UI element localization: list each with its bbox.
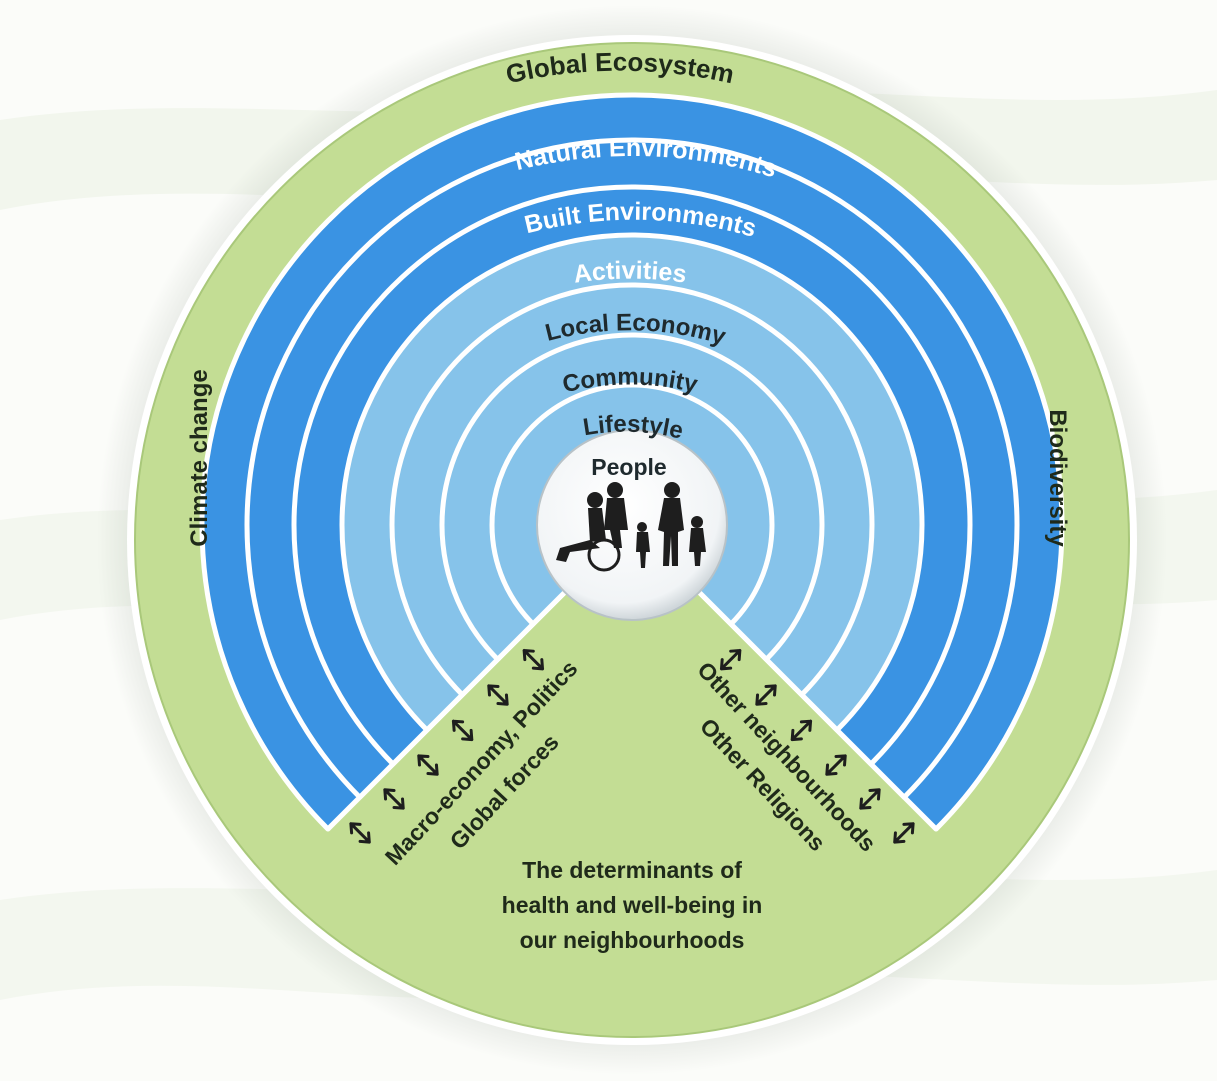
- wedge-arrows: [349, 648, 915, 844]
- double-arrow-icon: [719, 648, 742, 671]
- determinant-bands: [199, 92, 1065, 832]
- double-arrow-icon: [825, 754, 847, 776]
- double-arrow-icon: [417, 754, 439, 776]
- double-arrow-icon: [522, 648, 545, 671]
- activities-label: Activities: [572, 257, 689, 289]
- people-label: People: [591, 454, 666, 480]
- biodiversity-label: Biodiversity: [1044, 409, 1071, 547]
- double-arrow-icon: [893, 822, 915, 844]
- caption-line-1: The determinants of: [522, 857, 742, 883]
- caption-line-3: our neighbourhoods: [520, 927, 745, 953]
- people-circle: [536, 429, 728, 621]
- double-arrow-icon: [790, 719, 813, 742]
- caption: The determinants of health and well-bein…: [502, 857, 763, 953]
- double-arrow-icon: [487, 684, 509, 706]
- double-arrow-icon: [755, 684, 777, 706]
- family-silhouette-icon: [556, 482, 706, 572]
- double-arrow-icon: [859, 788, 881, 810]
- climate-change-label: Climate change: [186, 369, 213, 546]
- double-arrow-icon: [383, 788, 405, 810]
- double-arrow-icon: [349, 822, 371, 844]
- caption-line-2: health and well-being in: [502, 892, 763, 918]
- double-arrow-icon: [451, 719, 474, 742]
